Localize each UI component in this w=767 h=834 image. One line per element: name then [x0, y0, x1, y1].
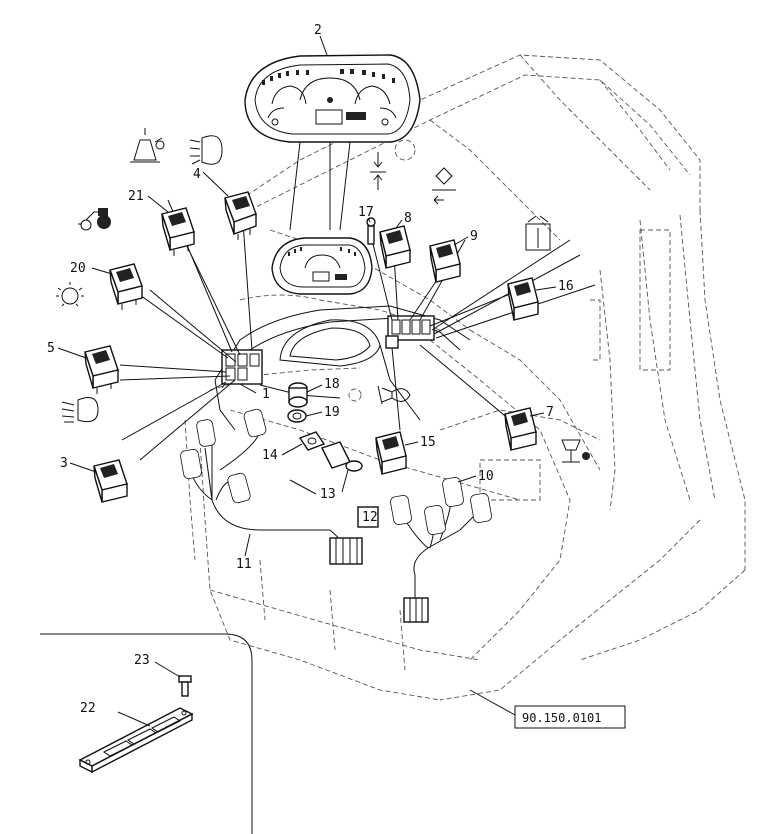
callouts: 4 21 20 5 3 1 18 19 14 13 12 11 10 15 7 … [47, 167, 574, 716]
callout-23: 23 [134, 653, 150, 668]
hazard-diamond-icon [432, 167, 456, 205]
screw-23 [178, 675, 192, 697]
callout-9: 9 [470, 229, 478, 244]
low-beam-icon [61, 397, 99, 423]
harness-11 [180, 408, 363, 565]
switch-5 [84, 345, 119, 394]
instrument-cluster-small [271, 237, 373, 295]
cab-outline [184, 54, 746, 701]
beacon-light-icon [130, 128, 165, 163]
callout-3: 3 [60, 456, 68, 471]
up-down-arrows-icon [370, 152, 386, 190]
callout-1: 1 [262, 387, 270, 402]
bracket-14 [298, 431, 326, 451]
fuse-box-12 [357, 506, 379, 528]
reference-box: 90.150.0101 [469, 689, 626, 729]
reference-code: 90.150.0101 [522, 711, 601, 725]
callout-4: 4 [193, 167, 201, 182]
headlight-icon [189, 135, 223, 165]
callout-17: 17 [358, 205, 374, 220]
callout-13: 13 [320, 487, 336, 502]
switch-16 [507, 277, 539, 321]
ignition-18 [288, 382, 308, 408]
callout-10: 10 [478, 469, 494, 484]
callout-12: 12 [362, 510, 378, 525]
harness-10 [390, 477, 492, 623]
callout-5: 5 [47, 341, 55, 356]
callout-11: 11 [236, 557, 252, 572]
switch-15 [375, 431, 407, 475]
callout-16: 16 [558, 279, 574, 294]
tractor-icon [78, 208, 111, 231]
callout-22: 22 [80, 701, 96, 716]
switch-3 [93, 459, 128, 503]
switch-21 [161, 207, 195, 256]
callout-2: 2 [314, 23, 322, 38]
wiper-icon [525, 215, 551, 251]
callout-18: 18 [324, 377, 340, 392]
horn-icon [377, 385, 411, 405]
switch-20 [109, 263, 143, 310]
key-switch-17 [366, 217, 376, 245]
callout-19: 19 [324, 405, 340, 420]
socket-13 [321, 441, 363, 472]
switch-8 [379, 225, 411, 269]
inset-frame [40, 633, 253, 834]
switch-7 [504, 407, 537, 451]
switch-9 [429, 239, 461, 283]
callout-15: 15 [420, 435, 436, 450]
callout-8: 8 [404, 211, 412, 226]
callout-14: 14 [262, 448, 278, 463]
work-light-icon [56, 282, 84, 307]
plate-22 [78, 707, 194, 774]
callout-7: 7 [546, 405, 554, 420]
callout-20: 20 [70, 261, 86, 276]
callout-21: 21 [128, 189, 144, 204]
lamp-icon [561, 439, 590, 463]
switch-4 [224, 191, 257, 240]
nut-19 [287, 409, 307, 423]
instrument-cluster-large [244, 54, 421, 143]
